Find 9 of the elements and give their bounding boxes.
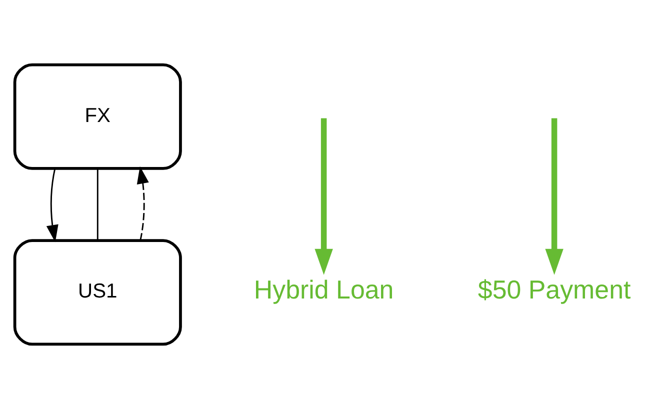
arrow [314,118,333,274]
connector [96,168,98,240]
arrow [136,166,149,240]
arrow [46,168,58,242]
arrow [545,118,564,274]
node-box: FX [13,62,182,170]
node-box: US1 [13,238,182,346]
node-text: $50 Payment [478,276,631,304]
node-text: Hybrid Loan [254,276,394,304]
